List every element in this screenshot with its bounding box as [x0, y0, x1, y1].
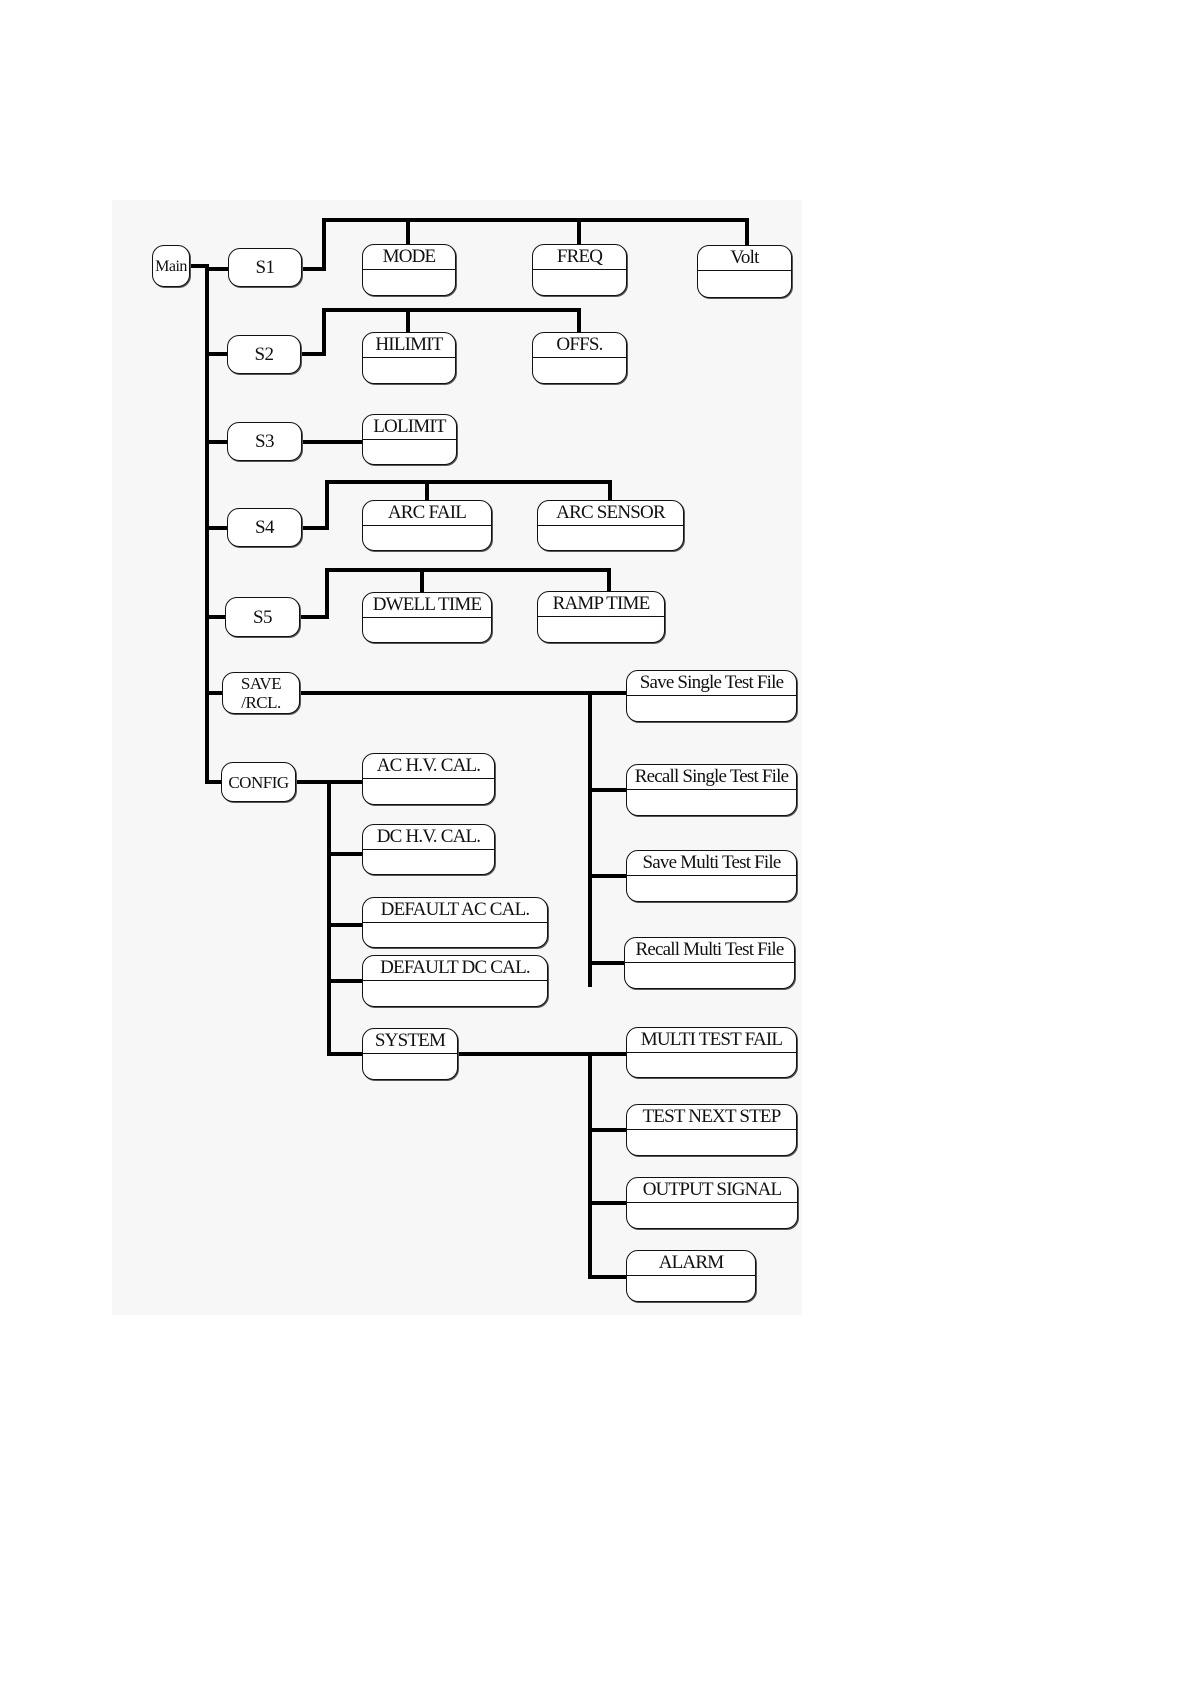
node-label: DWELL TIME: [363, 593, 491, 618]
node-label: HILIMIT: [363, 333, 455, 358]
node-label: ARC FAIL: [363, 501, 491, 526]
node-label: Recall Multi Test File: [625, 938, 794, 963]
node-mode[interactable]: MODE: [362, 244, 456, 296]
node-offs[interactable]: OFFS.: [532, 332, 627, 384]
node-hilimit[interactable]: HILIMIT: [362, 332, 456, 384]
node-s2[interactable]: S2: [227, 335, 301, 374]
node-save-multi-test-file[interactable]: Save Multi Test File: [626, 850, 797, 902]
node-value-area: [363, 618, 491, 642]
node-value-area: [627, 1276, 755, 1301]
node-value-area: [363, 358, 455, 383]
node-recall-multi-test-file[interactable]: Recall Multi Test File: [624, 937, 795, 989]
node-label: DEFAULT DC CAL.: [363, 956, 547, 981]
connector-lines: [188, 218, 749, 1279]
node-label: Volt: [698, 246, 791, 271]
node-dc-hv-cal[interactable]: DC H.V. CAL.: [362, 824, 495, 875]
node-s5[interactable]: S5: [225, 597, 300, 637]
node-label: TEST NEXT STEP: [627, 1105, 796, 1130]
node-label: ARC SENSOR: [538, 501, 683, 526]
node-label: OUTPUT SIGNAL: [627, 1178, 797, 1203]
node-volt[interactable]: Volt: [697, 245, 792, 298]
node-label: OFFS.: [533, 333, 626, 358]
node-label: DC H.V. CAL.: [363, 825, 494, 850]
node-value-area: [363, 923, 547, 947]
node-value-area: [625, 963, 794, 988]
node-multi-test-fail[interactable]: MULTI TEST FAIL: [626, 1027, 797, 1078]
node-value-area: [627, 1203, 797, 1228]
node-s3[interactable]: S3: [227, 422, 302, 461]
node-value-area: [363, 270, 455, 295]
node-label: MULTI TEST FAIL: [627, 1028, 796, 1053]
node-value-area: [363, 779, 494, 804]
node-config[interactable]: CONFIG: [221, 762, 296, 802]
node-default-ac-cal[interactable]: DEFAULT AC CAL.: [362, 897, 548, 948]
node-save-rcl[interactable]: SAVE /RCL.: [222, 672, 300, 714]
node-test-next-step[interactable]: TEST NEXT STEP: [626, 1104, 797, 1156]
node-label: Recall Single Test File: [627, 765, 796, 790]
node-arc-sensor[interactable]: ARC SENSOR: [537, 500, 684, 551]
node-label: ALARM: [627, 1251, 755, 1276]
node-system[interactable]: SYSTEM: [362, 1028, 458, 1080]
node-value-area: [627, 1053, 796, 1077]
node-s4[interactable]: S4: [227, 508, 302, 547]
node-freq[interactable]: FREQ: [532, 244, 627, 296]
node-value-area: [363, 440, 456, 464]
node-ramp-time[interactable]: RAMP TIME: [537, 591, 665, 643]
node-value-area: [363, 526, 491, 550]
node-value-area: [533, 270, 626, 295]
node-arc-fail[interactable]: ARC FAIL: [362, 500, 492, 551]
node-alarm[interactable]: ALARM: [626, 1250, 756, 1302]
node-dwell-time[interactable]: DWELL TIME: [362, 592, 492, 643]
menu-tree-diagram: Main S1 S2 S3 S4 S5 SAVE /RCL. CONFIG MO…: [112, 200, 802, 1315]
node-value-area: [698, 271, 791, 297]
node-label: AC H.V. CAL.: [363, 754, 494, 779]
node-label: Save Multi Test File: [627, 851, 796, 876]
node-value-area: [627, 876, 796, 901]
node-label: LOLIMIT: [363, 415, 456, 440]
node-label: FREQ: [533, 245, 626, 270]
node-value-area: [627, 1130, 796, 1155]
node-value-area: [538, 526, 683, 550]
node-value-area: [363, 981, 547, 1006]
node-value-area: [627, 790, 796, 815]
node-label: DEFAULT AC CAL.: [363, 898, 547, 923]
node-label: MODE: [363, 245, 455, 270]
node-save-single-test-file[interactable]: Save Single Test File: [626, 670, 797, 722]
node-value-area: [533, 358, 626, 383]
node-main[interactable]: Main: [152, 245, 190, 287]
node-value-area: [363, 850, 494, 874]
node-value-area: [627, 696, 796, 721]
node-value-area: [538, 617, 664, 642]
node-value-area: [363, 1054, 457, 1079]
node-default-dc-cal[interactable]: DEFAULT DC CAL.: [362, 955, 548, 1007]
node-label: Save Single Test File: [627, 671, 796, 696]
node-output-signal[interactable]: OUTPUT SIGNAL: [626, 1177, 798, 1229]
node-s1[interactable]: S1: [228, 248, 302, 287]
node-lolimit[interactable]: LOLIMIT: [362, 414, 457, 465]
node-ac-hv-cal[interactable]: AC H.V. CAL.: [362, 753, 495, 805]
node-label: SYSTEM: [363, 1029, 457, 1054]
node-recall-single-test-file[interactable]: Recall Single Test File: [626, 764, 797, 816]
node-label: RAMP TIME: [538, 592, 664, 617]
